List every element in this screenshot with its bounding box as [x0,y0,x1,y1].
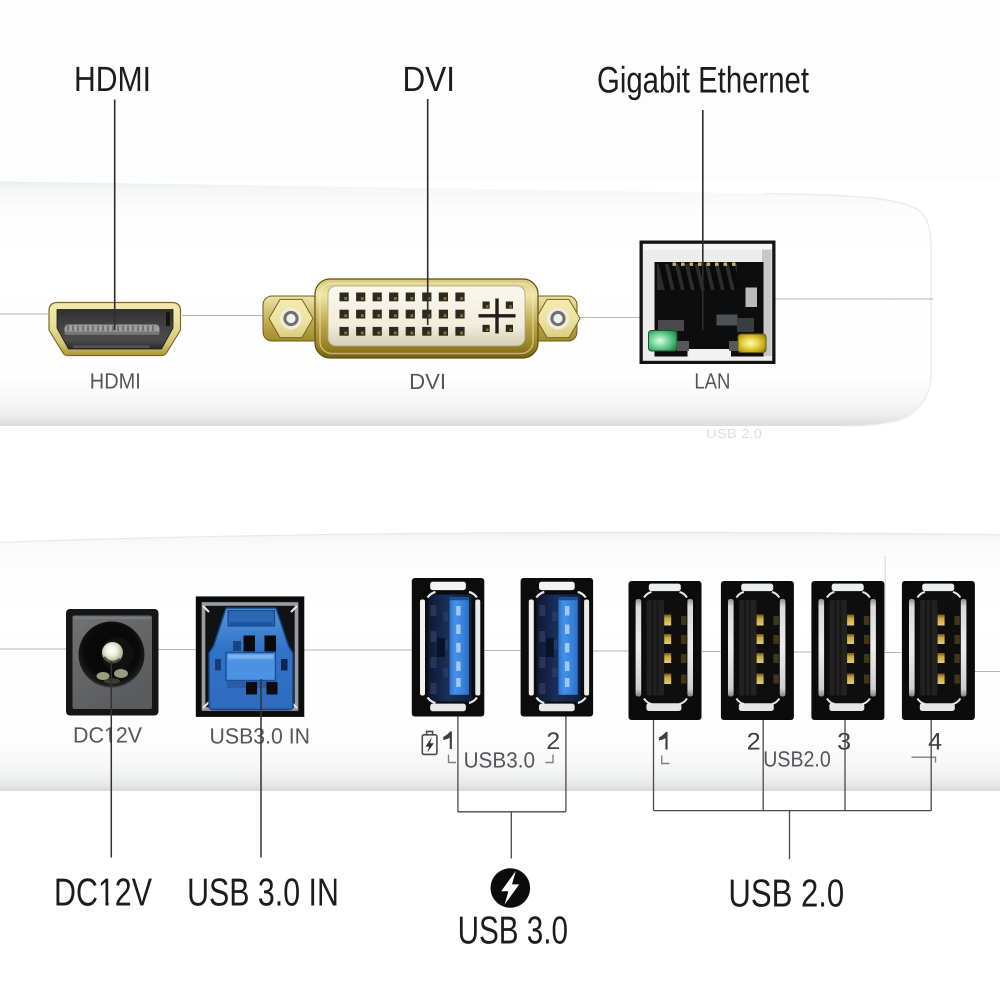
svg-text:USB3.0 IN: USB3.0 IN [210,724,311,749]
svg-text:USB 2.0: USB 2.0 [706,426,762,441]
svg-text:4: 4 [928,729,942,756]
svg-text:LAN: LAN [694,369,730,394]
svg-text:HDMI: HDMI [74,60,151,99]
svg-text:USB2.0: USB2.0 [763,747,830,772]
svg-text:HDMI: HDMI [90,369,141,394]
svg-text:USB 3.0: USB 3.0 [458,910,568,953]
svg-text:2: 2 [546,728,560,755]
svg-text:DC12V: DC12V [54,872,152,915]
svg-text:USB 2.0: USB 2.0 [728,873,844,916]
svg-text:3: 3 [837,729,851,756]
svg-text:DC12V: DC12V [73,723,142,748]
svg-text:2: 2 [747,729,761,756]
svg-text:USB3.0: USB3.0 [464,748,535,773]
svg-text:USB 3.0 IN: USB 3.0 IN [187,872,339,915]
svg-text:DVI: DVI [403,60,456,99]
svg-text:DVI: DVI [409,369,446,394]
svg-text:Gigabit Ethernet: Gigabit Ethernet [597,60,810,101]
